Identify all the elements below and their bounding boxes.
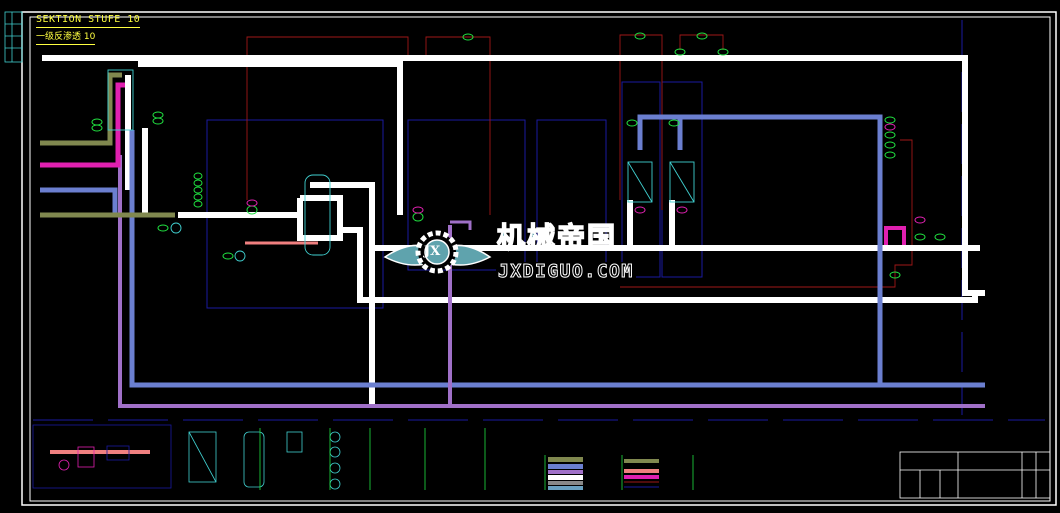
legend-area	[32, 424, 694, 490]
inner-frame	[29, 16, 1051, 502]
section-boxes	[33, 20, 1045, 421]
pump-symbol	[234, 250, 246, 262]
permeate-pipe	[637, 114, 883, 385]
chemical-loop	[884, 226, 906, 245]
symbol-filter	[286, 431, 303, 453]
feed-branch-pipe	[138, 61, 403, 215]
concentrate-top	[450, 220, 472, 230]
ro-module-2	[669, 161, 695, 203]
watermark-name: 机械帝国	[496, 221, 618, 255]
process-pipe-2	[297, 195, 343, 241]
equipment	[107, 69, 695, 262]
symbol-ro-module	[188, 431, 217, 483]
raw-water-pipe	[40, 72, 122, 146]
signal-lines	[246, 34, 913, 288]
section-box-cartridge	[407, 119, 526, 271]
outer-frame	[21, 11, 1057, 506]
drawing-subtitle: 一级反渗透 10	[36, 32, 96, 45]
revision-strip	[4, 11, 23, 63]
watermark-domain: JXDIGUO.COM	[496, 261, 636, 282]
chemical-pipe	[40, 82, 125, 168]
instruments	[91, 32, 946, 279]
pipes	[40, 55, 985, 454]
section-box-ro1	[621, 81, 661, 278]
concentrate-pipe	[118, 155, 985, 408]
watermark-logo-letters: JX	[424, 244, 441, 259]
symbol-tank	[243, 431, 265, 488]
dosing-tank	[107, 69, 134, 131]
pump-symbol-2	[170, 222, 182, 234]
chemical-instruments	[246, 123, 926, 224]
permeate-return-pipe	[129, 130, 985, 388]
process-pipe-3	[310, 182, 375, 408]
legend-example-box	[32, 424, 172, 489]
ro-module-1	[627, 161, 653, 203]
pipe-legend	[548, 457, 659, 490]
filter-vessel	[304, 174, 331, 256]
blue-feed-pipe	[40, 187, 118, 215]
main-feed-pipe	[42, 55, 985, 296]
drawing-title: SEKTION STUFE 10	[36, 14, 141, 28]
title-block	[899, 451, 1051, 499]
watermark-logo-icon	[383, 230, 492, 274]
process-pipe-4	[340, 227, 978, 303]
